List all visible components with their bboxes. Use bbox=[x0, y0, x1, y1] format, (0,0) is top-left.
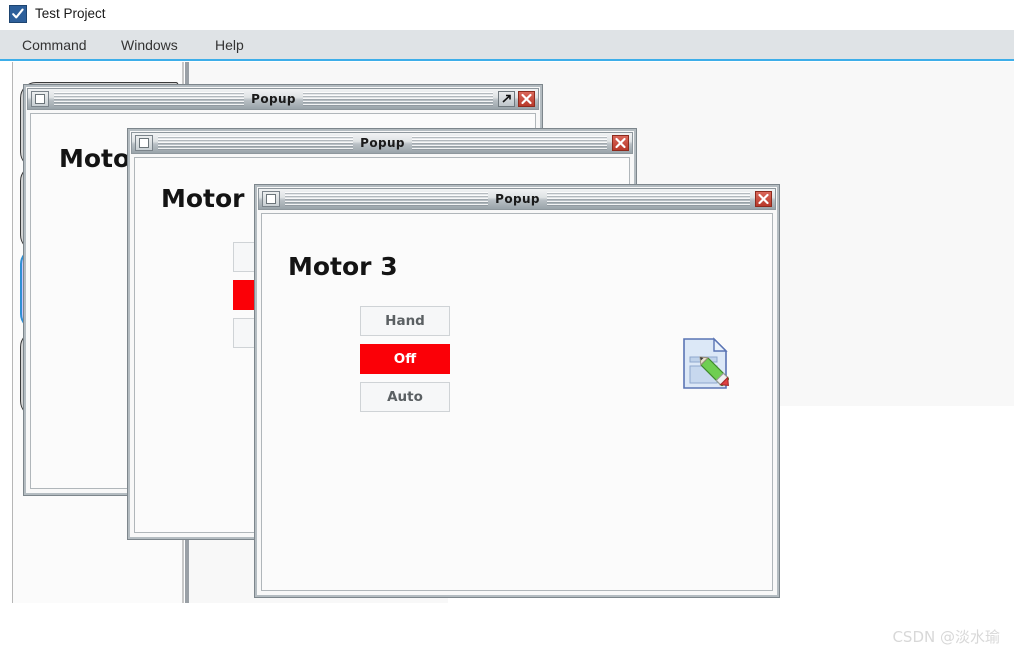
hand-button[interactable]: Hand bbox=[360, 306, 450, 336]
checkmark-icon bbox=[9, 5, 27, 23]
internal-window-title: Popup bbox=[495, 192, 540, 206]
close-icon[interactable] bbox=[612, 135, 630, 151]
title-stripes bbox=[411, 136, 608, 150]
title-stripes bbox=[285, 192, 489, 206]
title-stripes bbox=[302, 92, 494, 106]
system-menu-icon[interactable] bbox=[31, 91, 49, 107]
system-menu-icon[interactable] bbox=[262, 191, 280, 207]
main-content: Main Window Overview Window Motor Detail… bbox=[0, 62, 1014, 603]
document-edit-icon[interactable] bbox=[680, 336, 732, 392]
window-controls bbox=[612, 135, 630, 151]
internal-window-title-bar[interactable]: Popup bbox=[258, 188, 776, 210]
internal-window-title: Popup bbox=[251, 92, 296, 106]
auto-button[interactable]: Auto bbox=[360, 382, 450, 412]
page-title: Test Project bbox=[35, 6, 106, 21]
motor-heading: Motor 3 bbox=[288, 252, 398, 281]
internal-window-title: Popup bbox=[360, 136, 405, 150]
window-title-bar: Test Project bbox=[0, 0, 1014, 30]
maximize-icon[interactable] bbox=[498, 91, 516, 107]
window-controls bbox=[755, 191, 773, 207]
close-icon[interactable] bbox=[755, 191, 773, 207]
title-stripes bbox=[54, 92, 245, 106]
menu-item-help[interactable]: Help bbox=[215, 37, 244, 53]
close-icon[interactable] bbox=[518, 91, 536, 107]
internal-window-title-bar[interactable]: Popup bbox=[27, 88, 539, 110]
internal-window-title-bar[interactable]: Popup bbox=[131, 132, 633, 154]
off-button[interactable]: Off bbox=[360, 344, 450, 374]
watermark: CSDN @淡水瑜 bbox=[892, 628, 1000, 646]
title-stripes bbox=[158, 136, 354, 150]
window-controls bbox=[498, 91, 536, 107]
menu-bar: Command Windows Help bbox=[0, 30, 1014, 61]
system-menu-icon[interactable] bbox=[135, 135, 153, 151]
title-stripes bbox=[546, 192, 751, 206]
motor-heading: Motor 2 bbox=[161, 184, 271, 213]
internal-window-popup-3[interactable]: Popup Motor 3 Hand Off Auto bbox=[254, 184, 780, 598]
internal-window-body: Motor 3 Hand Off Auto bbox=[261, 213, 773, 591]
menu-item-command[interactable]: Command bbox=[22, 37, 87, 53]
menu-item-windows[interactable]: Windows bbox=[121, 37, 178, 53]
